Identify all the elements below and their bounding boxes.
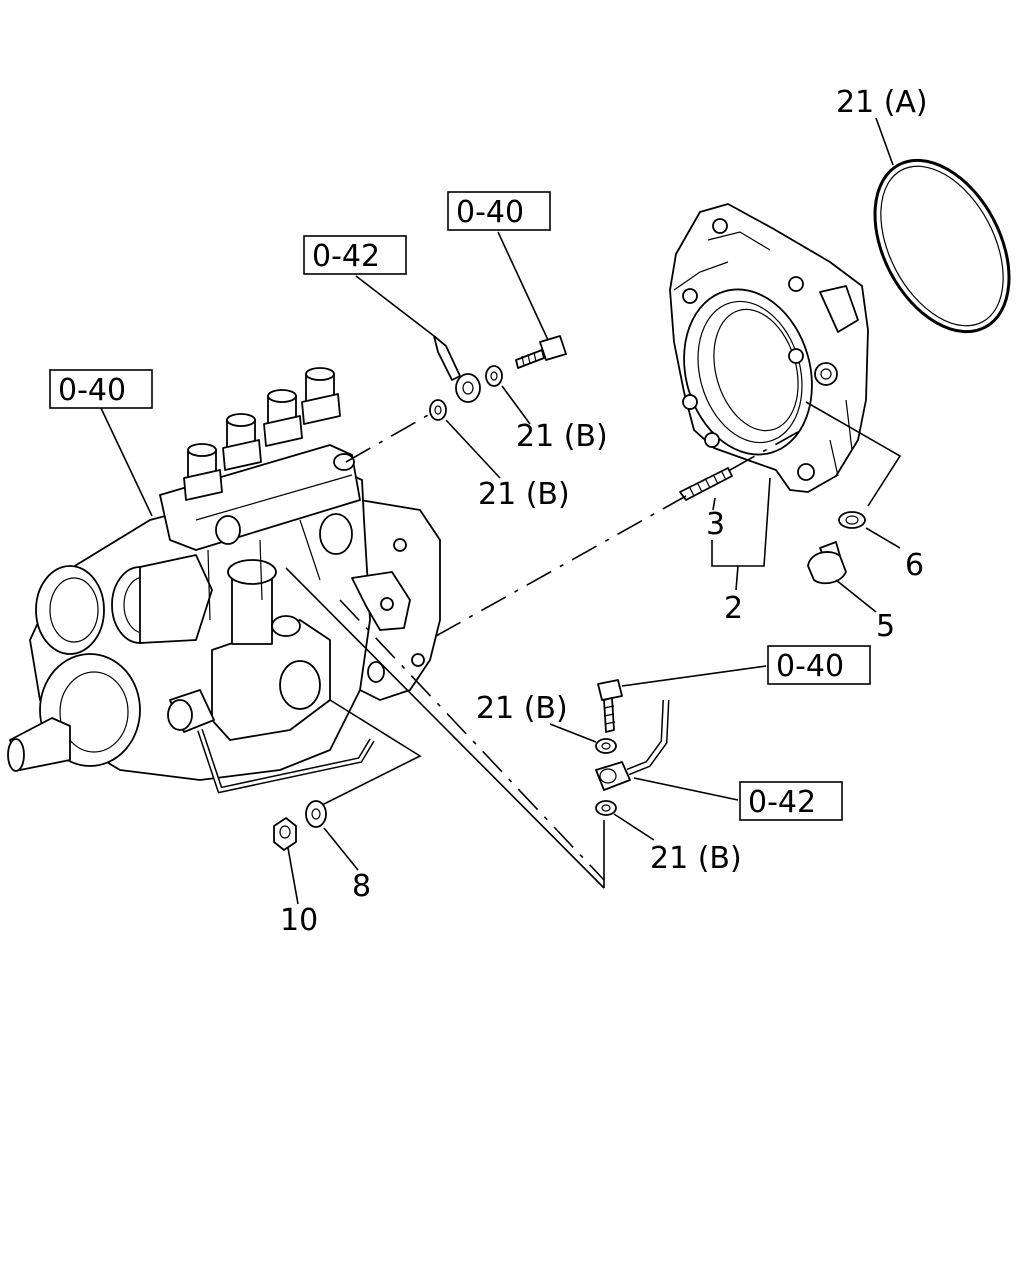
label-housing: 2 xyxy=(724,591,743,626)
upper-bolt-part xyxy=(515,335,567,369)
lower-bolt-part xyxy=(597,679,623,733)
label-washer-upper-left: 21 (B) xyxy=(478,477,570,512)
label-washer-lower-bottom: 21 (B) xyxy=(650,841,742,876)
washer-lower-bottom xyxy=(595,800,617,816)
stud-part xyxy=(679,467,733,501)
ref-box-upper-bolt xyxy=(447,191,551,231)
washer-8-part xyxy=(305,800,327,828)
gear-housing-part xyxy=(669,203,869,493)
ref-label-pump: 0-40 xyxy=(58,373,126,408)
label-oring: 21 (A) xyxy=(836,85,928,120)
label-washer-8: 8 xyxy=(352,869,371,904)
washer-upper-right xyxy=(485,365,503,387)
label-nut-10: 10 xyxy=(280,903,318,938)
label-stud: 3 xyxy=(706,507,725,542)
label-washer-upper-right: 21 (B) xyxy=(516,419,608,454)
washer-lower-left xyxy=(595,738,617,754)
ref-box-lower-pipe xyxy=(739,781,843,821)
plug-part xyxy=(807,541,847,585)
label-plug: 5 xyxy=(876,609,895,644)
ref-label-upper-pipe: 0-42 xyxy=(312,239,380,274)
o-ring-part xyxy=(873,158,1011,334)
ref-box-upper-pipe xyxy=(303,235,407,275)
injection-pump-part xyxy=(7,367,441,794)
label-washer-lower-left: 21 (B) xyxy=(476,691,568,726)
ref-label-upper-bolt: 0-40 xyxy=(456,195,524,230)
gasket-part xyxy=(838,511,866,529)
upper-banjo-fitting-part xyxy=(433,335,481,403)
label-gasket: 6 xyxy=(905,548,924,583)
nut-10-part xyxy=(273,817,297,851)
ref-box-pump xyxy=(49,369,153,409)
ref-label-lower-pipe: 0-42 xyxy=(748,785,816,820)
ref-box-lower-bolt xyxy=(767,645,871,685)
ref-label-lower-bolt: 0-40 xyxy=(776,649,844,684)
washer-upper-left xyxy=(429,399,447,421)
lower-banjo-pipe-part xyxy=(595,699,670,791)
